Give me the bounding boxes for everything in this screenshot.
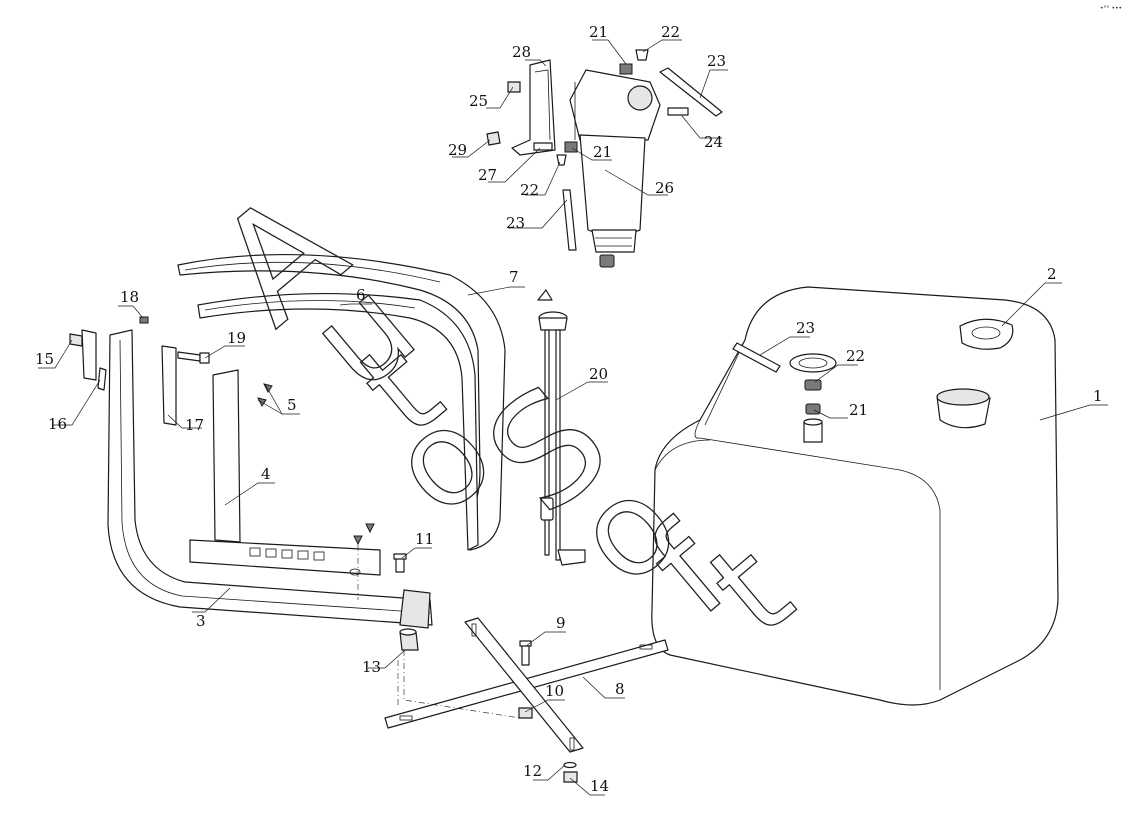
fuel-level-sender — [537, 289, 586, 566]
sender-flange — [789, 353, 837, 373]
callout-7: 7 — [509, 268, 519, 286]
filter-bracket — [511, 59, 556, 156]
callout-1: 1 — [1093, 387, 1103, 405]
callout-22-mid: 22 — [520, 181, 539, 199]
callout-18: 18 — [120, 288, 139, 306]
callout-5: 5 — [287, 396, 297, 414]
callout-24: 24 — [704, 133, 723, 151]
callout-23-top: 23 — [707, 52, 726, 70]
callout-21-tank: 21 — [849, 401, 868, 419]
callout-13: 13 — [362, 658, 381, 676]
callout-17: 17 — [185, 416, 204, 434]
callout-21-mid: 21 — [593, 143, 612, 161]
filter-fittings — [486, 49, 723, 251]
strap-fasteners — [518, 640, 578, 783]
filler-cap — [959, 318, 1014, 350]
callout-9: 9 — [556, 614, 566, 632]
callout-numbers: 1 2 3 4 5 6 7 8 9 10 11 12 13 14 15 16 1… — [35, 23, 1103, 795]
callout-16: 16 — [48, 415, 67, 433]
callout-10: 10 — [545, 682, 564, 700]
callout-22-tank: 22 — [846, 347, 865, 365]
fuel-filter — [569, 69, 661, 268]
callout-3: 3 — [196, 612, 206, 630]
clamp-plate-left — [69, 329, 177, 426]
tank-strap-liner — [197, 293, 479, 551]
callout-29: 29 — [448, 141, 467, 159]
bolt-nut-center — [393, 553, 419, 651]
callout-4: 4 — [261, 465, 271, 483]
callout-28: 28 — [512, 43, 531, 61]
callout-8: 8 — [615, 680, 625, 698]
callout-25: 25 — [469, 92, 488, 110]
callout-15: 15 — [35, 350, 54, 368]
callout-14: 14 — [590, 777, 609, 795]
callout-22-top: 22 — [661, 23, 680, 41]
fuel-line-tank — [732, 342, 781, 373]
callout-6: 6 — [356, 286, 366, 304]
callout-21-top: 21 — [589, 23, 608, 41]
callout-leaders — [38, 39, 1108, 796]
callout-23-tank: 23 — [796, 319, 815, 337]
callout-23-mid: 23 — [506, 214, 525, 232]
callout-11: 11 — [415, 530, 434, 548]
callout-20: 20 — [589, 365, 608, 383]
cross-strap — [384, 617, 669, 753]
corner-mark: •°° ••• — [1100, 5, 1122, 12]
tank-fitting — [803, 379, 823, 443]
support-plate — [189, 369, 381, 576]
filler-neck — [936, 388, 991, 429]
callout-26: 26 — [655, 179, 674, 197]
callout-27: 27 — [478, 166, 497, 184]
mounting-bracket-frame — [107, 329, 433, 629]
callout-19: 19 — [227, 329, 246, 347]
callout-2: 2 — [1047, 265, 1057, 283]
assembly-lines — [357, 545, 521, 719]
bolts-left — [97, 316, 375, 546]
callout-12: 12 — [523, 762, 542, 780]
